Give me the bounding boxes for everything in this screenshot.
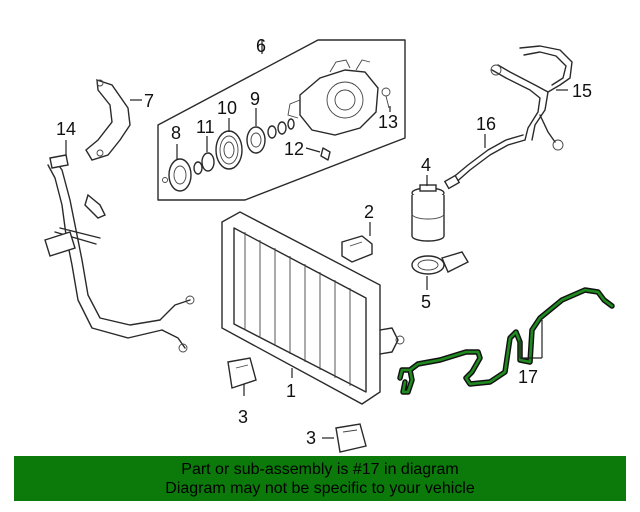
switch-sensor[interactable] [320,147,331,161]
callout-13: 13 [378,112,398,132]
lower-bracket-2[interactable] [335,423,367,453]
callout-8: 8 [171,123,181,143]
field-coil[interactable] [246,118,295,154]
callout-12: 12 [284,139,304,159]
callout-3a: 3 [238,407,248,427]
snap-ring[interactable] [193,152,215,175]
callout-14: 14 [56,119,76,139]
compressor-assembly-panel [157,39,406,201]
leader-lines [65,89,568,439]
callout-16: 16 [476,114,496,134]
mounting-bracket[interactable] [85,78,131,161]
receiver-drier[interactable] [411,184,445,242]
banner-line-2: Diagram may not be specific to your vehi… [165,480,475,497]
callout-2: 2 [364,202,374,222]
suction-hose-assembly[interactable] [44,154,195,353]
callout-1: 1 [286,381,296,401]
callout-7: 7 [144,91,154,111]
callout-3b: 3 [306,428,316,448]
liquid-line-lower[interactable] [443,134,526,190]
callout-4: 4 [421,155,431,175]
callout-9: 9 [250,89,260,109]
parts-diagram: 1 2 3 3 4 5 6 7 8 9 10 11 12 13 14 15 16… [44,36,615,453]
callout-6: 6 [256,36,266,56]
clutch-plate[interactable] [162,158,192,192]
condenser[interactable] [221,211,405,405]
banner-line-1: Part or sub-assembly is #17 in diagram [181,461,459,478]
callout-5: 5 [421,292,431,312]
info-banner: Part or sub-assembly is #17 in diagram D… [14,456,626,501]
callout-11: 11 [196,117,215,137]
drier-bracket[interactable] [411,251,469,275]
callout-15: 15 [572,81,592,101]
callout-10: 10 [217,98,237,118]
ac-hose-17[interactable] [397,287,615,395]
callout-17: 17 [518,367,538,387]
compressor[interactable] [287,59,391,136]
upper-bracket[interactable] [341,235,373,263]
lower-bracket[interactable] [227,357,257,389]
clutch-pulley[interactable] [215,130,243,170]
liquid-line-upper[interactable] [490,45,573,151]
